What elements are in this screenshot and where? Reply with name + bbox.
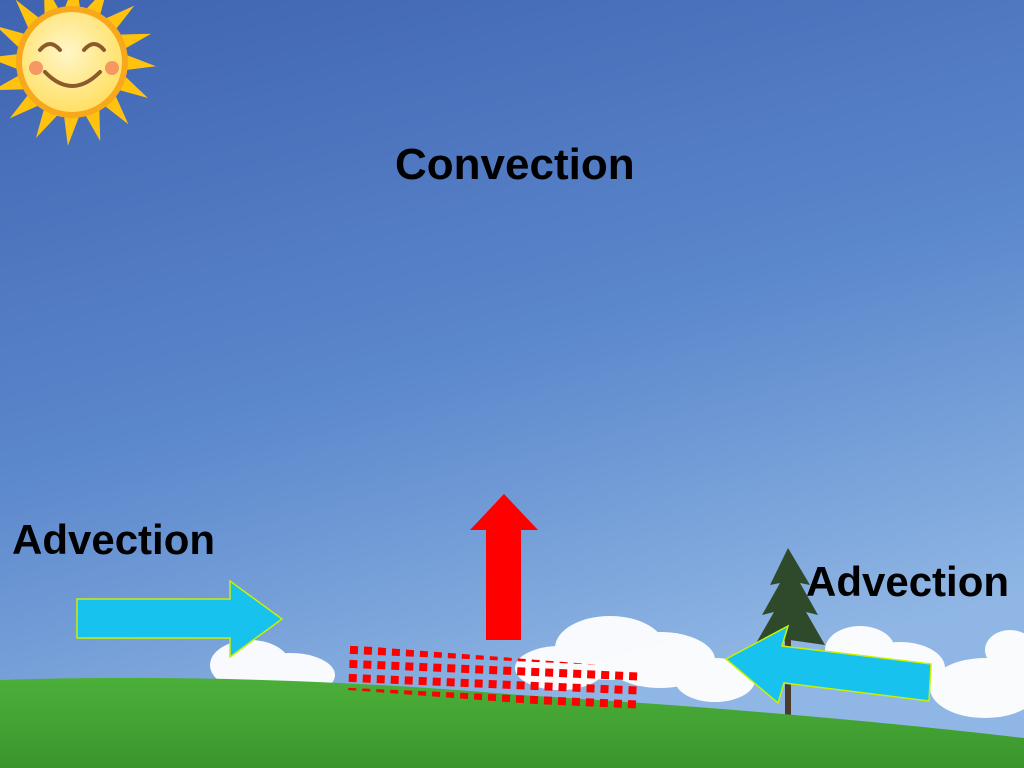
grass-ground [0,677,1024,768]
advection-arrow-right [724,624,932,705]
advection-label-left: Advection [12,516,216,563]
advection-arrow-left [76,579,284,659]
sun-ray [0,53,21,71]
convection-label: Convection [395,140,635,189]
sun-icon [0,0,156,146]
advection-label-right: Advection [806,558,1010,605]
sun-ray [123,53,156,71]
sun-ray [63,113,81,146]
convection-arrow [470,494,538,640]
heated-air-zone [348,645,640,712]
